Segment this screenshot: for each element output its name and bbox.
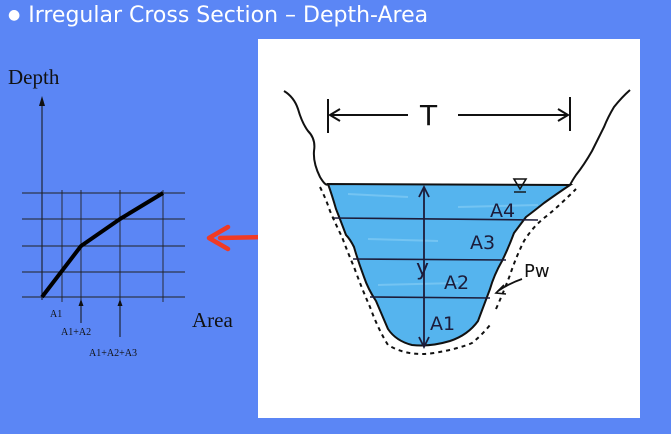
left-bank <box>283 90 329 186</box>
tick-label-a1a2a3: A1+A2+A3 <box>89 348 137 359</box>
depth-label: y <box>416 256 429 281</box>
layer-lines <box>331 217 539 299</box>
water-area <box>326 182 574 347</box>
graph-depth-area-curve <box>40 191 165 299</box>
top-width-arrow-right <box>557 108 570 122</box>
slide-title: ● Irregular Cross Section – Depth-Area <box>8 3 428 28</box>
top-width-arrow-left <box>328 108 341 122</box>
graph-x-label: Area <box>192 308 233 332</box>
title-text: Irregular Cross Section – Depth-Area <box>28 3 429 28</box>
wetted-perimeter <box>319 186 491 355</box>
channel-sketch: T y A4 A3 A2 A1 Pw <box>283 89 631 355</box>
right-bank <box>569 89 631 186</box>
graph-y-label: Depth <box>8 65 60 89</box>
perimeter-label: Pw <box>524 261 550 282</box>
wetted-perimeter-right <box>495 188 577 310</box>
perimeter-pointer-arrowhead <box>494 284 507 295</box>
tick-label-a1a2: A1+A2 <box>61 327 91 338</box>
perimeter-pointer-arrow <box>497 278 523 292</box>
top-width-label: T <box>419 99 438 132</box>
area-label-a4: A4 <box>490 200 515 222</box>
graph-grid <box>22 190 185 302</box>
area-label-a2: A2 <box>444 272 469 294</box>
depth-arrow-bottom <box>418 336 430 350</box>
tick-arrowhead-a1a2a3 <box>117 299 123 306</box>
tick-label-a1: A1 <box>50 309 62 320</box>
depth-area-graph: Depth A1 A1+A2 A1+A2+A3 Area <box>8 65 233 359</box>
depth-arrow-top <box>418 184 430 198</box>
channel-sketch-panel: T y A4 A3 A2 A1 Pw <box>258 39 640 418</box>
area-label-a3: A3 <box>470 232 495 254</box>
title-bullet: ● <box>8 7 21 23</box>
water-surface-symbol <box>512 178 528 191</box>
tick-arrowhead-a1a2 <box>78 299 84 306</box>
area-label-a1: A1 <box>430 313 455 335</box>
graph-y-axis-arrowhead <box>39 96 45 106</box>
water-streaks <box>347 193 539 286</box>
